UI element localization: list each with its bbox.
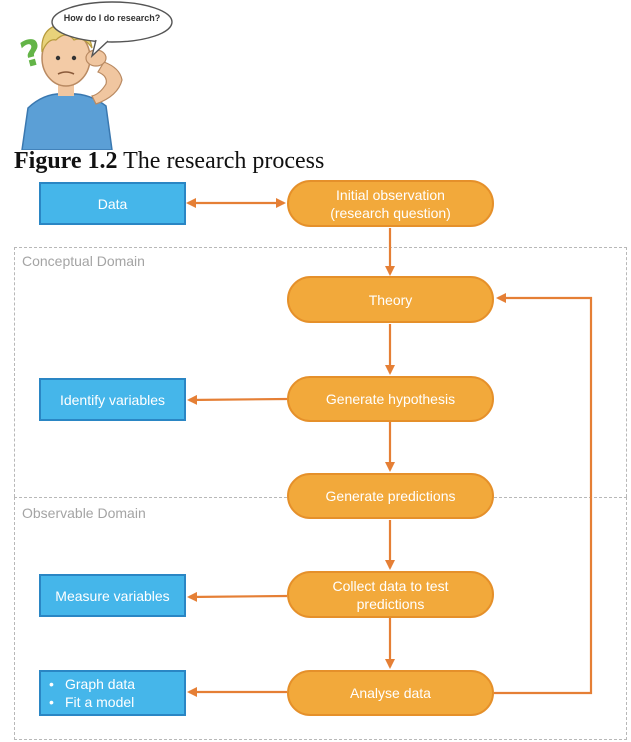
identify-variables-box: Identify variables xyxy=(39,378,186,421)
figure-title: The research process xyxy=(123,148,325,174)
generate-predictions-node: Generate predictions xyxy=(287,473,494,519)
generate-hypothesis-label: Generate hypothesis xyxy=(325,391,456,407)
identify-variables-label: Identify variables xyxy=(59,391,166,408)
thinking-character-illustration: ? xyxy=(16,23,123,150)
analysis-step-item: Fit a model xyxy=(49,693,135,711)
analysis-step-item: Graph data xyxy=(49,675,135,693)
analyse-data-node: Analyse data xyxy=(287,670,494,716)
conceptual-domain-label: Conceptual Domain xyxy=(22,253,145,269)
generate-predictions-label: Generate predictions xyxy=(325,488,456,504)
arrow-feedback-loop xyxy=(494,293,593,695)
initial-observation-line2: (research question) xyxy=(330,204,451,221)
speech-bubble-shape xyxy=(51,1,173,59)
speech-bubble-text: How do I do research? xyxy=(63,13,161,23)
measure-variables-box: Measure variables xyxy=(39,574,186,617)
measure-variables-label: Measure variables xyxy=(55,587,170,604)
analyse-data-label: Analyse data xyxy=(350,685,431,701)
theory-label: Theory xyxy=(368,291,413,308)
arrow-collect-measure xyxy=(187,591,288,602)
collect-data-line2: predictions xyxy=(356,595,425,612)
collect-data-node: Collect data to test predictions xyxy=(287,571,494,618)
generate-hypothesis-node: Generate hypothesis xyxy=(287,376,494,422)
collect-data-line1: Collect data to test xyxy=(332,577,449,594)
initial-observation-line1: Initial observation xyxy=(336,186,445,203)
observable-domain-label: Observable Domain xyxy=(22,505,146,521)
data-box-label: Data xyxy=(97,195,128,212)
figure-caption: Figure 1.2 The research process xyxy=(14,148,324,175)
initial-observation-node: Initial observation (research question) xyxy=(287,180,494,227)
analysis-steps-box: Graph data Fit a model xyxy=(39,670,186,716)
conceptual-domain-frame xyxy=(14,247,627,497)
arrow-hypothesis-identify xyxy=(187,394,288,405)
figure-number: Figure 1.2 xyxy=(14,148,118,174)
theory-node: Theory xyxy=(287,276,494,323)
analysis-steps-list: Graph data Fit a model xyxy=(41,675,135,711)
data-box: Data xyxy=(39,182,186,225)
